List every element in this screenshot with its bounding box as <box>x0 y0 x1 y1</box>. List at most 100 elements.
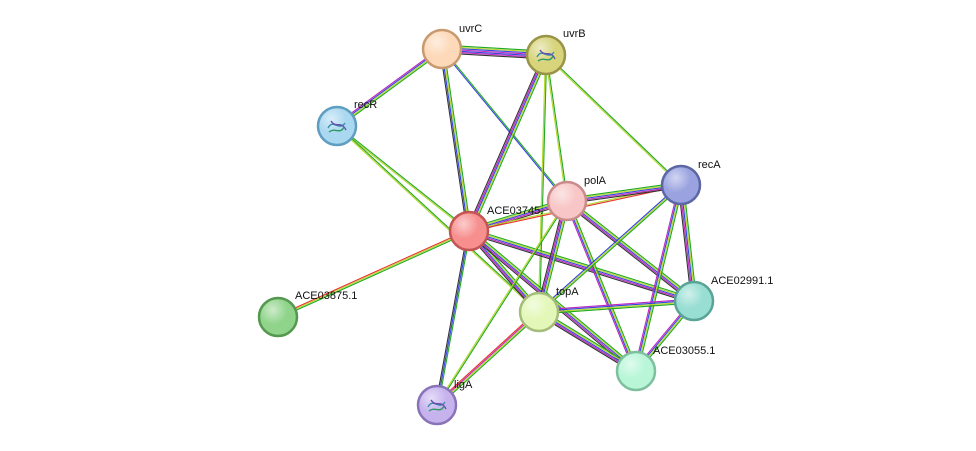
node-ACE02991[interactable]: ACE02991.1 <box>673 275 773 322</box>
node-label: ACE03055.1 <box>653 345 715 357</box>
node-ACE03875[interactable]: ACE03875.1 <box>257 290 357 338</box>
edge-strand <box>437 313 541 407</box>
edge-strand <box>336 126 539 313</box>
edge-strand <box>439 49 468 232</box>
edge-recR-ACE03745 <box>336 125 470 232</box>
edge-strand <box>538 299 694 312</box>
edge-strand <box>567 199 696 301</box>
node-label: recR <box>354 99 377 111</box>
edge-strand <box>336 48 442 126</box>
edge-strand <box>546 54 569 201</box>
edge-ACE03745-ligA <box>435 230 471 406</box>
edge-strand <box>537 183 681 312</box>
edge-strand <box>436 311 539 405</box>
edge-strand <box>337 49 443 127</box>
node-label: uvrB <box>563 28 586 40</box>
edge-strand <box>442 48 568 201</box>
edge-ACE02991-topA <box>538 298 695 315</box>
protein-structure-icon <box>427 399 447 412</box>
edge-ACE03745-ACE03875 <box>277 229 470 319</box>
node-highlight <box>424 31 460 67</box>
node-recA[interactable]: recA <box>660 159 721 206</box>
node-ACE03055[interactable]: ACE03055.1 <box>615 345 715 392</box>
node-label: uvrC <box>459 23 482 35</box>
edge-strand <box>441 49 567 202</box>
edge-recA-ACE03055 <box>633 184 684 372</box>
edge-strand <box>633 184 680 371</box>
edge-strand <box>436 230 470 406</box>
edge-strand <box>466 53 545 231</box>
edge-strand <box>435 230 469 405</box>
edge-strand <box>277 229 469 317</box>
node-uvrB[interactable]: uvrB <box>525 28 586 76</box>
structure-strand <box>430 399 447 410</box>
edge-strand <box>539 55 548 313</box>
edge-uvrB-topA <box>537 54 548 313</box>
node-label: polA <box>584 175 607 187</box>
edge-strand <box>539 301 695 314</box>
edge-strand <box>469 55 548 232</box>
node-label: ACE02991.1 <box>711 275 773 287</box>
edge-strand <box>435 200 567 405</box>
edge-strand <box>467 54 546 231</box>
node-highlight <box>663 167 699 203</box>
node-highlight <box>260 299 296 335</box>
edge-strand <box>564 201 635 372</box>
edge-uvrC-polA <box>441 48 568 202</box>
edge-strand <box>538 298 694 311</box>
edge-uvrC-recR <box>335 46 444 129</box>
edge-uvrB-polA <box>544 54 569 202</box>
node-label: ACE03875.1 <box>295 290 357 302</box>
edge-strand <box>636 185 683 372</box>
edge-strand <box>568 198 696 300</box>
node-label: topA <box>556 286 579 298</box>
edge-strand <box>634 184 681 371</box>
edge-polA-ACE02991 <box>565 198 696 304</box>
edge-strand <box>437 231 471 406</box>
edge-strand <box>544 55 567 202</box>
edge-strand <box>443 48 472 231</box>
edge-strand <box>567 200 638 371</box>
edge-strand <box>539 302 695 315</box>
edge-uvrB-ACE03745 <box>466 53 549 233</box>
edge-strand <box>437 201 569 406</box>
edge-strand <box>545 55 681 186</box>
edge-strand <box>568 200 639 371</box>
edge-uvrC-ACE03745 <box>439 48 472 232</box>
edge-strand <box>337 125 470 231</box>
node-highlight <box>618 353 654 389</box>
edge-strand <box>546 54 682 185</box>
nodes-layer: uvrC uvrB recR polA recA ACE03745. ACE02991.1A… <box>257 23 773 426</box>
node-highlight <box>676 283 712 319</box>
edge-polA-ligA <box>435 200 569 406</box>
edge-strand <box>468 54 547 232</box>
edge-polA-ACE03055 <box>564 200 639 372</box>
edge-strand <box>539 185 683 314</box>
node-highlight <box>521 294 557 330</box>
node-polA[interactable]: polA <box>546 175 607 222</box>
edge-topA-ligA <box>435 310 541 407</box>
edge-recR-topA <box>336 125 540 313</box>
edge-strand <box>435 310 539 404</box>
node-ligA[interactable]: ligA <box>416 379 473 426</box>
edge-strand <box>565 202 693 304</box>
edge-strand <box>470 55 549 233</box>
edge-strand <box>440 49 469 232</box>
node-highlight <box>549 183 585 219</box>
protein-structure-icon <box>327 120 347 133</box>
node-topA[interactable]: topA <box>518 286 579 333</box>
node-uvrC[interactable]: uvrC <box>421 23 482 70</box>
edge-strand <box>442 48 471 231</box>
node-label: ligA <box>454 379 473 391</box>
edge-strand <box>565 201 694 303</box>
edge-strand <box>537 54 546 312</box>
node-highlight <box>451 213 487 249</box>
protein-structure-icon <box>536 49 556 62</box>
node-ACE03745[interactable]: ACE03745. <box>448 205 543 252</box>
structure-strand <box>537 55 554 62</box>
node-recR[interactable]: recR <box>316 99 377 147</box>
edge-strand <box>637 185 684 372</box>
edge-strand <box>437 312 540 406</box>
edge-uvrB-recA <box>545 54 682 186</box>
